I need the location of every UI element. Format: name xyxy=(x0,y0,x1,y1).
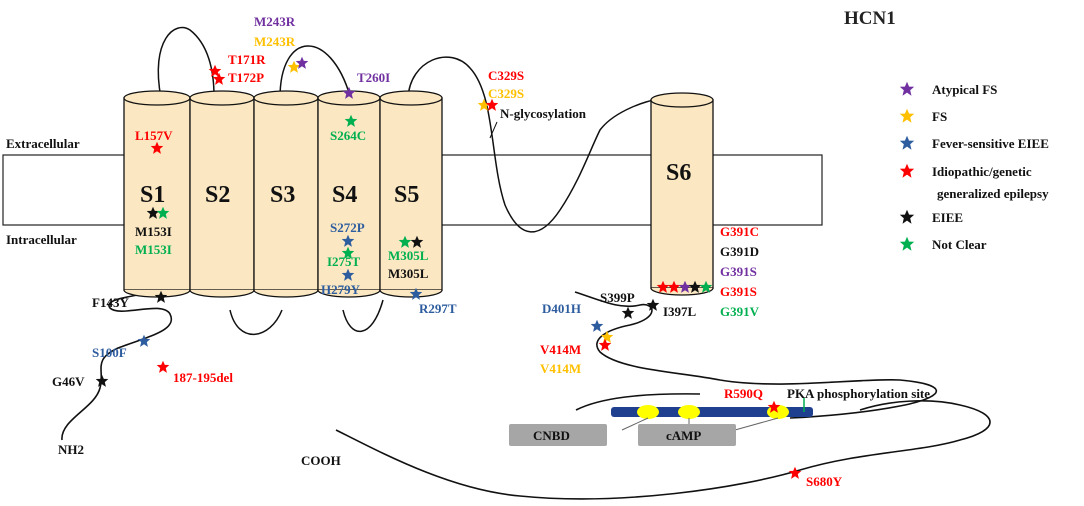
mutation-label: C329S xyxy=(488,86,524,101)
legend-star xyxy=(899,135,915,150)
mutation-label: M243R xyxy=(254,34,296,49)
helix-s4 xyxy=(317,90,381,298)
mutation-label: M153I xyxy=(135,224,172,239)
connector-line xyxy=(734,417,779,431)
mutation-label: R297T xyxy=(419,301,457,316)
mutation-label: V414M xyxy=(540,361,581,376)
loop-s4-s5 xyxy=(342,299,384,332)
glycosylation-label: N-glycosylation xyxy=(500,106,587,121)
c-terminal-end xyxy=(335,400,991,500)
segment-label-s2: S2 xyxy=(205,182,230,208)
yellow-site xyxy=(678,405,700,419)
mutation-label: T171R xyxy=(228,52,266,67)
legend-label-line2: generalized epilepsy xyxy=(937,186,1049,201)
connector-line xyxy=(621,417,649,431)
mutation-label: G391C xyxy=(720,224,759,239)
pka-label: PKA phosphorylation site xyxy=(787,386,930,401)
mutation-label: L157V xyxy=(135,128,173,143)
segment-label-s1: S1 xyxy=(140,182,165,208)
mutation-label: S399P xyxy=(600,290,635,305)
segment-label-s5: S5 xyxy=(394,182,419,208)
legend-label: FS xyxy=(932,109,947,124)
helix-s3 xyxy=(253,90,319,298)
mutation-label: M305L xyxy=(388,266,429,281)
mutation-label: M243R xyxy=(254,14,296,29)
loop-s5-s6 xyxy=(407,56,656,233)
loop-s2-s3 xyxy=(229,309,283,336)
helix-s1 xyxy=(123,90,191,298)
mutation-star xyxy=(621,306,635,319)
legend-label: Idiopathic/genetic xyxy=(932,164,1032,179)
mutation-star xyxy=(212,72,226,85)
mutation-label: D401H xyxy=(542,301,581,316)
mutation-label: M305L xyxy=(388,248,429,263)
mutation-label: 187-195del xyxy=(173,370,233,385)
segment-label-s6: S6 xyxy=(666,160,691,186)
mutation-label: T172P xyxy=(228,70,264,85)
mutation-label: F143Y xyxy=(92,295,129,310)
n-terminal-tail xyxy=(61,289,173,441)
yellow-site xyxy=(637,405,659,419)
legend-star xyxy=(899,163,915,178)
mutation-star xyxy=(156,360,170,373)
mutation-label: C329S xyxy=(488,68,524,83)
segment-label-s4: S4 xyxy=(332,182,357,208)
mutation-label: T260I xyxy=(357,70,390,85)
c-terminal-return xyxy=(575,393,701,411)
helix-s6 xyxy=(650,92,714,296)
diagram-title: HCN1 xyxy=(844,8,896,29)
mutation-labels: M243R M243R T171R T172P T260I C329S C329… xyxy=(52,14,843,489)
mutation-label: S272P xyxy=(330,220,365,235)
mutation-label: R590Q xyxy=(724,386,763,401)
intracellular-label: Intracellular xyxy=(6,232,77,247)
loop-s3-s4 xyxy=(279,45,351,99)
legend-star xyxy=(899,236,915,251)
mutation-label: G391D xyxy=(720,244,759,259)
legend-label: Not Clear xyxy=(932,237,987,252)
mutation-label: S680Y xyxy=(806,474,843,489)
legend-label: Atypical FS xyxy=(932,82,997,97)
mutation-label: M153I xyxy=(135,242,172,257)
segment-label-s3: S3 xyxy=(270,182,295,208)
extracellular-label: Extracellular xyxy=(6,136,80,151)
mutation-star xyxy=(600,330,614,343)
mutation-label: V414M xyxy=(540,342,581,357)
legend-label: Fever-sensitive EIEE xyxy=(932,136,1049,151)
mutation-label: G391S xyxy=(720,284,757,299)
glycosylation-pointer xyxy=(489,121,498,139)
legend-star xyxy=(899,81,915,96)
mutation-label: G391S xyxy=(720,264,757,279)
camp-label: cAMP xyxy=(666,428,701,443)
mutation-label: I397L xyxy=(663,304,697,319)
n-terminus-label: NH2 xyxy=(58,442,84,457)
cnbd-box xyxy=(509,424,607,446)
legend: Atypical FS FS Fever-sensitive EIEE Idio… xyxy=(899,81,1049,252)
mutation-star xyxy=(590,319,604,332)
legend-star xyxy=(899,108,915,123)
camp-box xyxy=(638,424,736,446)
legend-label: EIEE xyxy=(932,210,963,225)
helix-s5 xyxy=(379,90,443,298)
mutation-label: I275T xyxy=(327,254,361,269)
mutation-label: H279Y xyxy=(321,282,361,297)
loop-s1-s2 xyxy=(157,26,215,99)
mutation-label: G391V xyxy=(720,304,760,319)
cnbd-label: CNBD xyxy=(533,428,570,443)
legend-star xyxy=(899,209,915,224)
c-terminus-label: COOH xyxy=(301,453,341,468)
mutation-label: S100F xyxy=(92,345,127,360)
mutation-label: G46V xyxy=(52,374,85,389)
mutation-star xyxy=(95,374,109,387)
mutation-label: S264C xyxy=(330,128,366,143)
cterm-domain-bar xyxy=(611,407,813,417)
